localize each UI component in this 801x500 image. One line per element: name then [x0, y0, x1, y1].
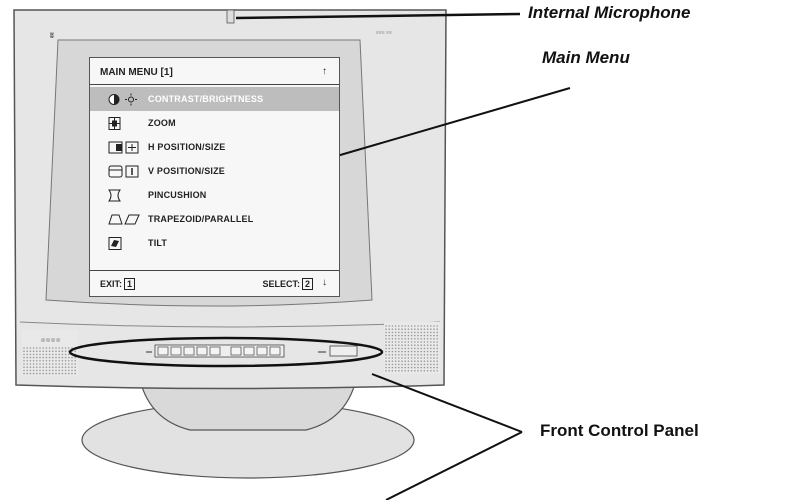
- menu-item-zoom[interactable]: ZOOM: [90, 111, 339, 135]
- select-key[interactable]: 2: [301, 278, 313, 290]
- tilt-icon: [108, 237, 122, 250]
- exit-key[interactable]: 1: [124, 278, 136, 290]
- top-right-label: ≡≡≡ ≡≡: [376, 30, 392, 36]
- internal-microphone: [226, 9, 235, 24]
- exit-hint: EXIT:1: [100, 278, 136, 290]
- menu-item-label: TRAPEZOID/PARALLEL: [148, 214, 254, 224]
- callout-internal-microphone: Internal Microphone: [528, 3, 691, 22]
- lower-bezel-band: [19, 321, 441, 328]
- h-position-size-icon: [108, 141, 139, 154]
- exit-label: EXIT:: [100, 279, 123, 289]
- menu-item-contrast-brightness[interactable]: CONTRAST/BRIGHTNESS: [90, 87, 339, 111]
- select-label: SELECT:: [262, 279, 300, 289]
- menu-item-v-position-size[interactable]: V POSITION/SIZE: [90, 159, 339, 183]
- leader-line-front-panel-1: [371, 373, 523, 433]
- menu-item-tilt[interactable]: TILT: [90, 231, 339, 255]
- leader-line-main-menu: [329, 87, 571, 159]
- contrast-brightness-icon: [108, 93, 137, 106]
- trapezoid-parallel-icon: [108, 214, 140, 225]
- pincushion-icon: [108, 189, 121, 202]
- viewsonic-logo: ≋≋≋≋: [40, 338, 61, 344]
- down-arrow-icon[interactable]: ↓: [322, 277, 327, 288]
- menu-item-label: TILT: [148, 238, 168, 248]
- menu-item-label: ZOOM: [148, 118, 176, 128]
- menu-header: MAIN MENU [1] ↑: [90, 64, 339, 85]
- menu-item-pincushion[interactable]: PINCUSHION: [90, 183, 339, 207]
- speaker-grill-left: [22, 330, 78, 376]
- select-hint: SELECT:2: [262, 278, 313, 290]
- v-position-size-icon: [108, 165, 139, 178]
- menu-title: MAIN MENU [1]: [100, 67, 173, 78]
- front-control-panel: [68, 336, 384, 368]
- speaker-grill-right: [384, 322, 440, 374]
- zoom-icon: [108, 117, 121, 130]
- menu-item-label: CONTRAST/BRIGHTNESS: [148, 94, 264, 104]
- menu-item-label: PINCUSHION: [148, 190, 207, 200]
- top-left-logo: ʬ: [50, 33, 54, 40]
- control-panel-highlight-ring: [68, 336, 384, 368]
- menu-item-h-position-size[interactable]: H POSITION/SIZE: [90, 135, 339, 159]
- menu-item-label: H POSITION/SIZE: [148, 142, 226, 152]
- leader-line-microphone: [235, 12, 521, 20]
- stand-neck: [139, 379, 357, 431]
- callout-front-control-panel: Front Control Panel: [540, 421, 699, 440]
- leader-line-front-panel-2: [385, 431, 523, 500]
- menu-item-trapezoid-parallel[interactable]: TRAPEZOID/PARALLEL: [90, 207, 339, 231]
- up-arrow-icon[interactable]: ↑: [322, 66, 327, 77]
- menu-footer: EXIT:1 SELECT:2 ↓: [90, 270, 339, 297]
- callout-main-menu: Main Menu: [542, 48, 630, 67]
- menu-item-label: V POSITION/SIZE: [148, 166, 226, 176]
- osd-main-menu: MAIN MENU [1] ↑ CONTRAST/BRIGHTNESS ZOOM: [89, 57, 340, 297]
